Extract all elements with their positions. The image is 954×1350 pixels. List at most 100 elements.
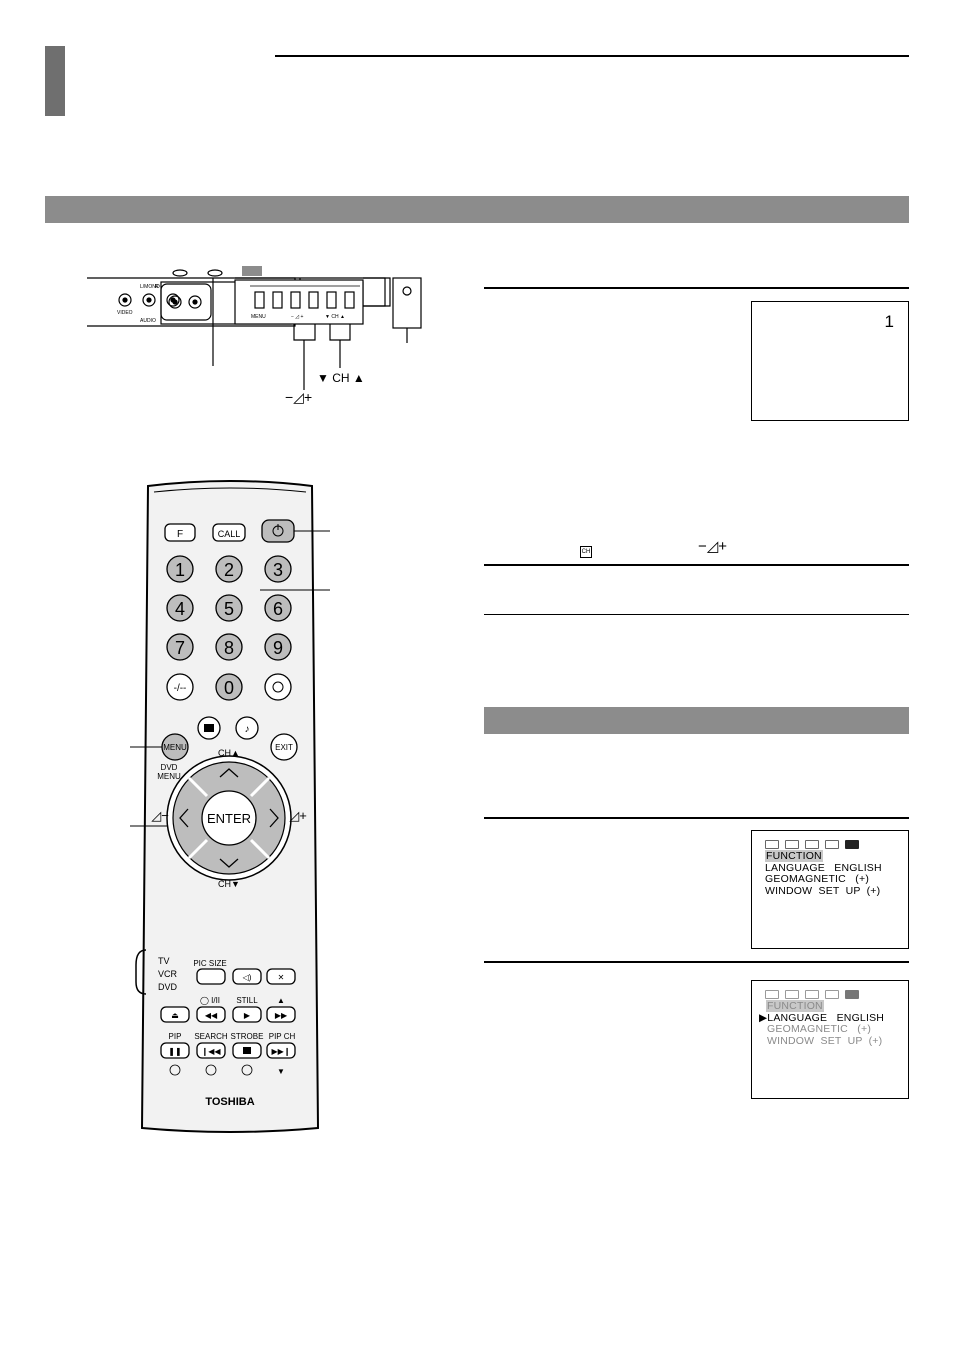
- svg-text:5: 5: [224, 599, 234, 619]
- front-panel-diagram: VIDEO L/MONO AUDIO R MENU − ◿ + ▼ CH ▲ ▼…: [87, 266, 422, 405]
- menu-button[interactable]: [161, 733, 189, 761]
- eject-button[interactable]: [160, 1006, 190, 1023]
- svg-text:F: F: [177, 529, 183, 540]
- step-1-rule: [484, 287, 909, 289]
- key-0[interactable]: [215, 673, 243, 701]
- lmono-jack: [142, 293, 156, 307]
- eject-icon: ⏏: [171, 1011, 179, 1020]
- mute-icon: ✕: [278, 973, 285, 982]
- key-9[interactable]: [264, 633, 292, 661]
- svg-text:2: 2: [224, 560, 234, 580]
- ch-key-icon: CH: [580, 540, 592, 558]
- power-icon: [402, 286, 412, 296]
- fast-forward-button[interactable]: [266, 1006, 296, 1023]
- key-5[interactable]: [215, 594, 243, 622]
- search-label: SEARCH: [194, 1032, 228, 1041]
- power-button[interactable]: [261, 519, 295, 543]
- nav-left-button[interactable]: [179, 808, 189, 828]
- ch-down-label: CH▼: [218, 879, 240, 889]
- enter-button[interactable]: [201, 790, 257, 846]
- call-button[interactable]: [212, 523, 246, 542]
- step-2-rule: [484, 564, 909, 566]
- indicator-1: [172, 269, 188, 277]
- menu-title-dim: FUNCTION: [766, 1000, 824, 1012]
- channel-display-screen: 1: [751, 301, 909, 421]
- f-button[interactable]: [164, 523, 196, 542]
- timer-tab-icon: [825, 990, 839, 999]
- callout-vol-text: −◿+: [285, 389, 312, 405]
- strobe-label: STROBE: [231, 1032, 264, 1041]
- pip-sub-icon: [169, 1064, 181, 1076]
- function-menu-screen: FUNCTION LANGUAGE ENGLISH GEOMAGNETIC (+…: [751, 830, 909, 949]
- down-arrow-label: ▼: [277, 1067, 285, 1076]
- number-pad: 1 2 3 4 5 6 7 8 9 -/-- 0: [166, 555, 292, 701]
- headphone-jack-frame: [160, 283, 212, 321]
- skip-forward-button[interactable]: [266, 1042, 296, 1059]
- svg-text:4: 4: [175, 599, 185, 619]
- svg-text:ENTER: ENTER: [207, 811, 251, 826]
- key-2[interactable]: [215, 555, 243, 583]
- svg-text:6: 6: [273, 599, 283, 619]
- power-switch-frame: [392, 277, 422, 329]
- nav-down-button[interactable]: [219, 858, 239, 868]
- picture-tab-icon: [765, 990, 779, 999]
- svg-text:CALL: CALL: [218, 529, 241, 539]
- step-3-rule: [484, 614, 909, 615]
- sound-tab-icon: [785, 840, 799, 849]
- svg-text:0: 0: [224, 678, 234, 698]
- key-1[interactable]: [166, 555, 194, 583]
- input-button[interactable]: [264, 673, 292, 701]
- play-icon: ▶: [244, 1011, 251, 1020]
- skip-back-button[interactable]: [196, 1042, 226, 1059]
- dvd-menu-label-2: MENU: [157, 772, 181, 781]
- key-3[interactable]: [264, 555, 292, 583]
- menu-line-geomagnetic-dim: GEOMAGNETIC (+): [767, 1023, 872, 1035]
- nav-up-button[interactable]: [219, 768, 239, 778]
- up-arrow-label: ▲: [277, 996, 285, 1005]
- jack-r-label: R: [155, 284, 159, 290]
- vol-up-label: ◿+: [289, 808, 307, 823]
- panel-vol-label: − ◿ +: [291, 314, 304, 320]
- key-8[interactable]: [215, 633, 243, 661]
- jack-audio-label: AUDIO: [140, 318, 156, 324]
- menu-title: FUNCTION: [765, 850, 823, 862]
- menu-line-language-selected: ▶LANGUAGE ENGLISH: [759, 1011, 885, 1024]
- search-sub-icon: [205, 1064, 217, 1076]
- key-6[interactable]: [264, 594, 292, 622]
- ch-up-label: CH▲: [218, 748, 240, 758]
- mute-button[interactable]: [266, 968, 296, 985]
- pic-size-button[interactable]: [196, 968, 226, 985]
- menu-line-language: LANGUAGE ENGLISH: [765, 861, 882, 874]
- svg-text:9: 9: [273, 638, 283, 658]
- pip-label: PIP: [169, 1032, 182, 1041]
- vol-down-label: ◿−: [151, 808, 169, 823]
- subsection-band: [484, 707, 909, 734]
- key-4[interactable]: [166, 594, 194, 622]
- key-dash[interactable]: [166, 673, 194, 701]
- menu-line-window-setup-dim: WINDOW SET UP (+): [767, 1034, 883, 1047]
- nav-right-button[interactable]: [269, 808, 279, 828]
- exit-button[interactable]: [270, 733, 298, 761]
- volume-key-symbol: −◿+: [698, 538, 728, 555]
- sound-mode-icon: ♪: [245, 724, 250, 735]
- sound-button[interactable]: [232, 968, 262, 985]
- timer-tab-icon: [825, 840, 839, 849]
- stop-icon: [243, 1047, 251, 1054]
- key-7[interactable]: [166, 633, 194, 661]
- play-button[interactable]: [232, 1006, 262, 1023]
- svg-text:EXIT: EXIT: [275, 743, 293, 752]
- rewind-button[interactable]: [196, 1006, 226, 1023]
- picture-mode-icon: [204, 724, 214, 732]
- pic-size-label: PIC SIZE: [193, 959, 226, 968]
- pause-button[interactable]: [160, 1042, 190, 1059]
- skip-back-icon: ❙◀◀: [201, 1047, 221, 1056]
- picture-tab-icon: [765, 840, 779, 849]
- step-4-rule: [484, 817, 909, 819]
- sound-mode-button[interactable]: [235, 716, 259, 740]
- video-jack: [118, 293, 132, 307]
- sound-icon: ◁): [243, 973, 252, 982]
- input-icon: [272, 681, 284, 693]
- jack-lmono-label: L/MONO: [140, 284, 160, 290]
- dvd-menu-label-1: DVD: [161, 763, 178, 772]
- mode-switch: [135, 949, 147, 995]
